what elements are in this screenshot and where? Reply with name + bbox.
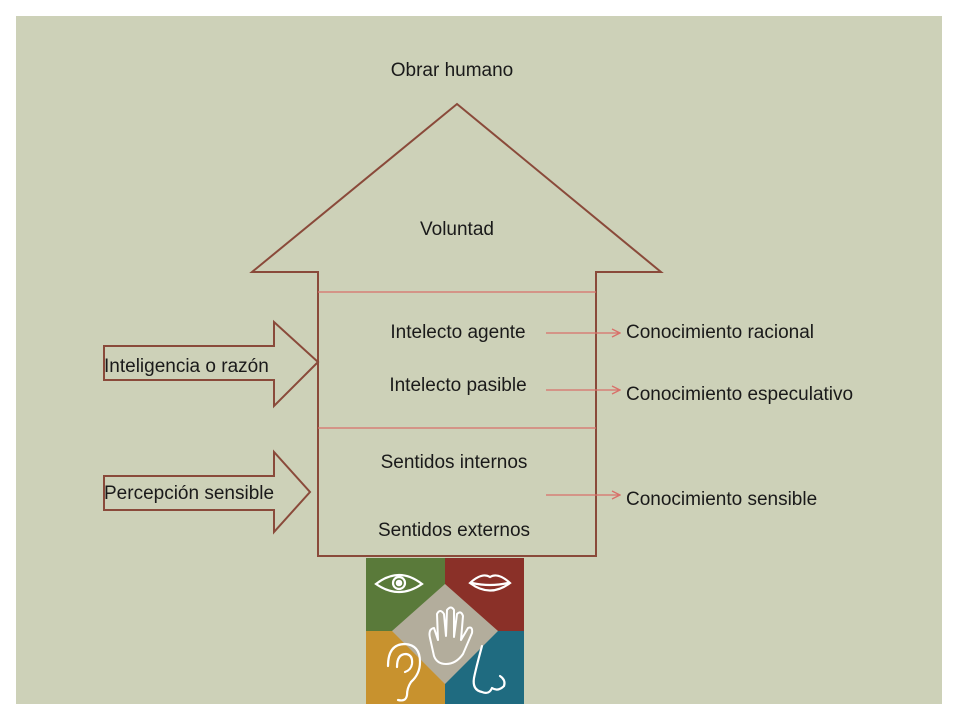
- level-external-label: Sentidos externos: [377, 520, 531, 541]
- level-passive-label: Intelecto pasible: [389, 375, 527, 396]
- output-rational-label: Conocimiento racional: [626, 322, 814, 343]
- nose-icon: [472, 644, 506, 694]
- top-label: Obrar humano: [390, 60, 514, 81]
- diagram-canvas: Obrar humano Voluntad Intelecto agente I…: [16, 16, 942, 704]
- output-speculative-label: Conocimiento especulativo: [626, 384, 854, 405]
- house-outline: [249, 102, 664, 557]
- ear-icon: [386, 642, 422, 702]
- eye-icon: [374, 573, 424, 594]
- hand-icon: [428, 606, 474, 665]
- level-agent-label: Intelecto agente: [390, 322, 526, 343]
- input-perception-label: Percepción sensible: [104, 483, 275, 504]
- input-reason-label: Inteligencia o razón: [104, 356, 269, 377]
- lips-icon: [468, 574, 512, 592]
- diagram-graphics: [103, 102, 664, 704]
- five-senses-image: [366, 558, 524, 704]
- output-sensible-label: Conocimiento sensible: [626, 489, 818, 510]
- reason-input-arrow: [103, 319, 320, 409]
- level-internal-label: Sentidos internos: [380, 452, 528, 473]
- perception-input-arrow: [103, 449, 312, 535]
- roof-label: Voluntad: [420, 219, 494, 240]
